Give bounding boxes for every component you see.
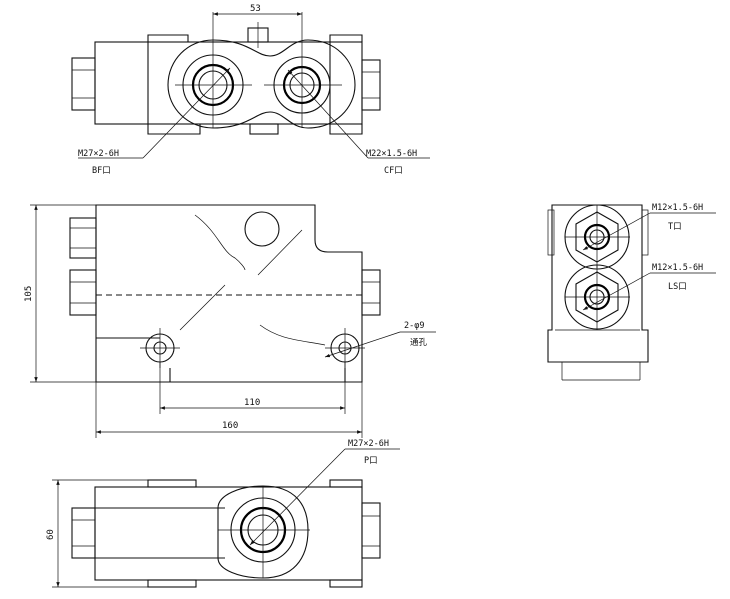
dim-60-label: 60: [46, 529, 56, 540]
t-thread-label: M12×1.5-6H: [652, 203, 703, 213]
holes-type-label: 通孔: [410, 337, 428, 348]
cf-thread-label: M22×1.5-6H: [366, 149, 417, 159]
t-port-label: T口: [668, 222, 682, 232]
dim-110-label: 110: [244, 398, 260, 408]
ls-thread-label: M12×1.5-6H: [652, 263, 703, 273]
top-view: 53 M27×2-6H BF口 M22×1.5-6H CF口: [71, 4, 430, 176]
bottom-view: 60 M27×2-6H P口: [46, 439, 400, 588]
front-view: 105 110 160 2-φ9 通孔: [24, 204, 436, 438]
holes-count-label: 2-φ9: [404, 321, 424, 331]
bf-port-label: BF口: [92, 166, 111, 176]
cf-port-label: CF口: [384, 166, 403, 176]
dim-105-label: 105: [24, 286, 34, 302]
ls-port-label: LS口: [668, 282, 687, 292]
p-thread-label: M27×2-6H: [348, 439, 389, 449]
dim-160-label: 160: [222, 421, 238, 431]
p-port-label: P口: [364, 456, 378, 466]
dim-53-label: 53: [250, 4, 261, 14]
side-view: M12×1.5-6H T口 M12×1.5-6H LS口: [547, 203, 716, 381]
bf-thread-label: M27×2-6H: [78, 149, 119, 159]
